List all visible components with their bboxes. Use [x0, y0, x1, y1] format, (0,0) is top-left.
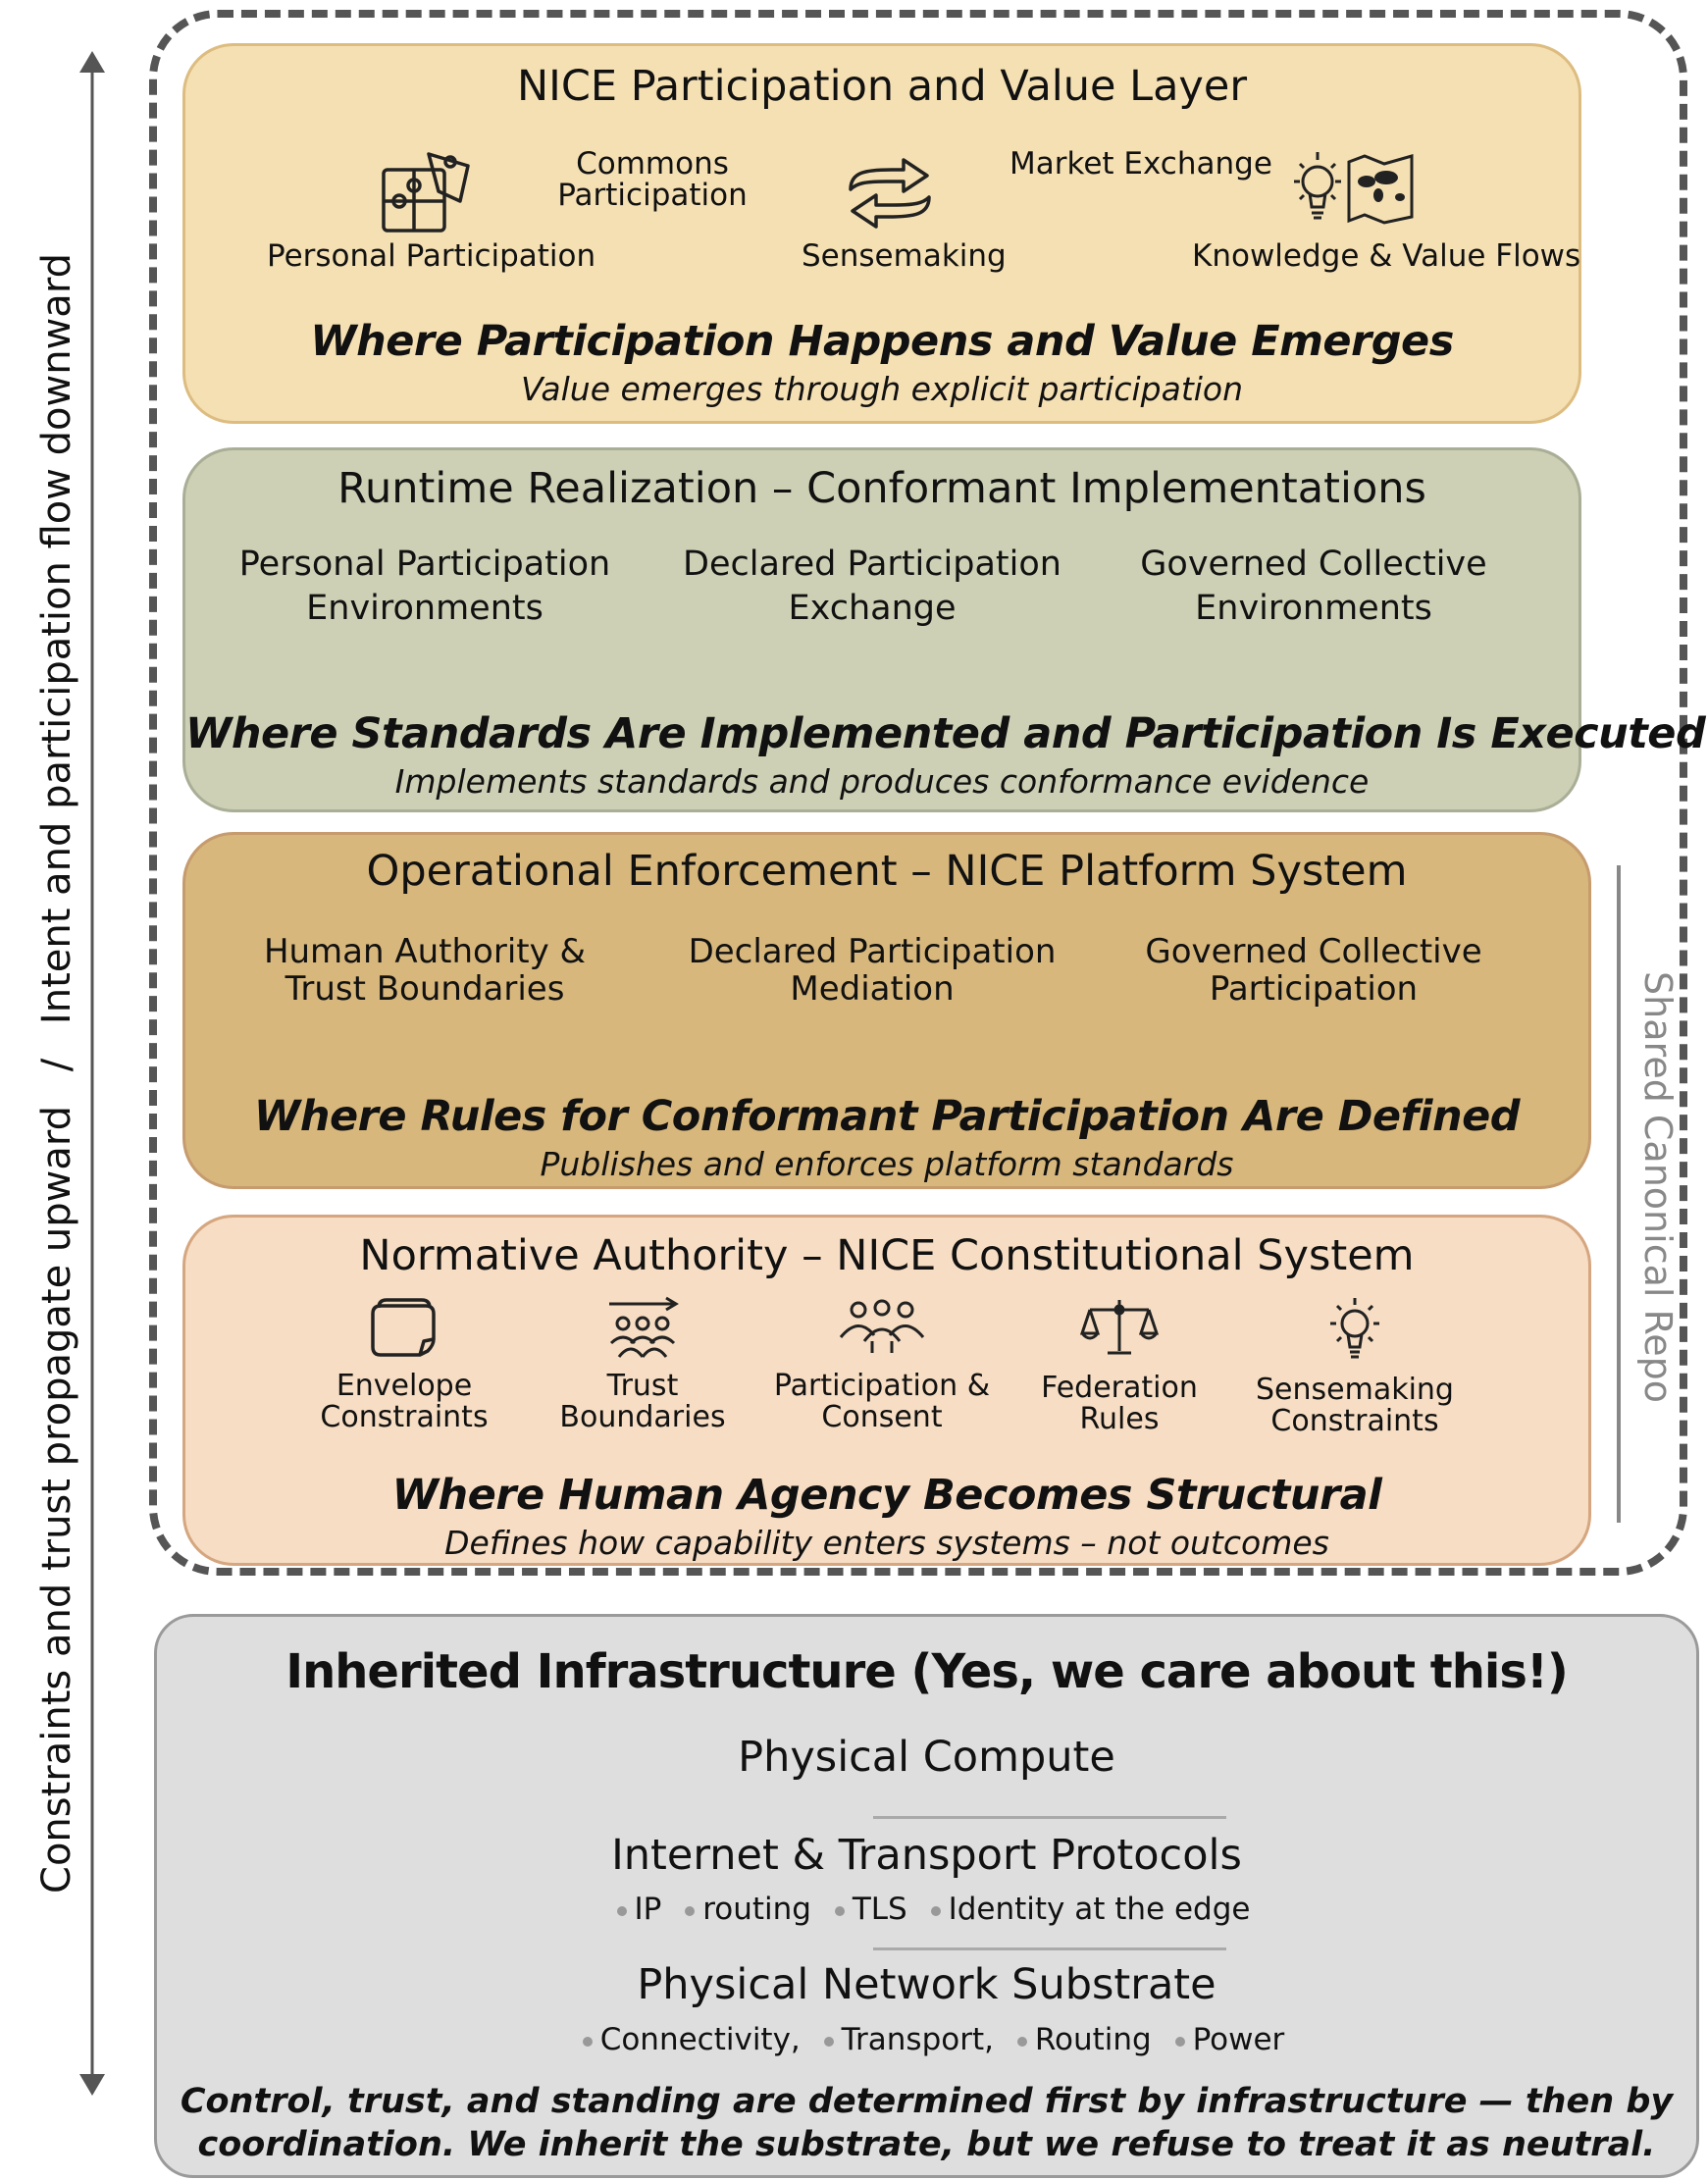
bullet-dot: [930, 1905, 941, 1916]
item-governed-collective-participation: Governed Collective Participation: [1145, 932, 1482, 1009]
item-declared-participation-mediation: Declared Participation Mediation: [688, 932, 1057, 1009]
layer-subline: Value emerges through explicit participa…: [520, 370, 1244, 408]
item-trust-boundaries: Trust Boundaries: [525, 1296, 760, 1433]
infrastructure-title: Inherited Infrastructure (Yes, we care a…: [285, 1644, 1569, 1699]
bullet-routing: routing: [702, 1892, 811, 1927]
people-icon: [839, 1299, 925, 1353]
footer-line-1: Control, trust, and standing are determi…: [180, 2082, 1674, 2121]
puzzle-icon: [382, 152, 470, 233]
bullet-dot: [834, 1905, 845, 1916]
nice-system-boundary: [149, 10, 1687, 1576]
item-sensemaking: Sensemaking: [802, 238, 1007, 274]
envelope-stack-icon: [371, 1298, 436, 1357]
bullet-ip: IP: [634, 1892, 662, 1927]
item-personal-participation-environments: Personal Participation Environments: [238, 545, 611, 628]
section-physical-network-substrate: Physical Network Substrate: [637, 1960, 1216, 2009]
item-label: Federation Rules: [1041, 1371, 1198, 1436]
bullet-dot: [582, 2036, 593, 2047]
normative-authority-layer: Normative Authority – NICE Constitutiona…: [182, 1215, 1591, 1566]
section-divider: [873, 1816, 1226, 1819]
operational-enforcement-layer: Operational Enforcement – NICE Platform …: [182, 832, 1591, 1189]
layer-title: Operational Enforcement – NICE Platform …: [366, 847, 1408, 896]
bullet-transport: Transport,: [841, 2022, 994, 2057]
bullet-dot: [823, 2036, 834, 2047]
shared-repo-bracket-line: [1617, 865, 1621, 1523]
item-personal-participation: Personal Participation: [267, 238, 596, 274]
item-declared-participation-exchange: Declared Participation Exchange: [683, 545, 1061, 628]
layer-title: Normative Authority – NICE Constitutiona…: [359, 1231, 1415, 1280]
item-envelope-constraints: Envelope Constraints: [286, 1296, 522, 1433]
upward-propagation-label: Constraints and trust propagate upward: [34, 1106, 79, 1894]
scales-icon: [1079, 1300, 1160, 1355]
bullet-dot: [1174, 2036, 1185, 2047]
bullet-dot: [1016, 2036, 1027, 2047]
runtime-realization-layer: Runtime Realization – Conformant Impleme…: [182, 447, 1706, 812]
substrate-bullets: Connectivity, Transport, Routing Power: [157, 2022, 1696, 2057]
layer-title: Runtime Realization – Conformant Impleme…: [337, 464, 1426, 513]
flow-direction-label: Constraints and trust propagate upward /…: [34, 253, 79, 1894]
item-label: Sensemaking Constraints: [1256, 1373, 1454, 1438]
bullet-power: Power: [1192, 2022, 1285, 2057]
item-label: Envelope Constraints: [320, 1369, 489, 1434]
lightbulb-icon: [1330, 1298, 1379, 1359]
section-divider: [873, 1947, 1226, 1950]
footer-line-2: coordination. We inherit the substrate, …: [197, 2125, 1656, 2164]
item-commons-participation: Commons Participation: [557, 146, 748, 213]
protocol-bullets: IP routing TLS Identity at the edge: [157, 1892, 1696, 1927]
layer-tagline: Where Standards Are Implemented and Part…: [185, 709, 1706, 758]
layer-tagline: Where Participation Happens and Value Em…: [310, 317, 1454, 366]
layer-tagline: Where Rules for Conformant Participation…: [253, 1092, 1521, 1141]
bidirectional-flow-arrow-icon: [79, 51, 105, 2096]
bullet-dot: [685, 1905, 696, 1916]
layer-subline: Defines how capability enters systems – …: [444, 1524, 1329, 1562]
layer-subline: Publishes and enforces platform standard…: [540, 1145, 1234, 1183]
layer-tagline: Where Human Agency Becomes Structural: [391, 1471, 1382, 1520]
exchange-arrows-icon: [849, 158, 931, 229]
bullet-identity-edge: Identity at the edge: [948, 1892, 1251, 1927]
group-arrow-icon: [609, 1296, 679, 1358]
item-human-authority-trust-boundaries: Human Authority & Trust Boundaries: [263, 932, 587, 1009]
bullet-connectivity: Connectivity,: [599, 2022, 801, 2057]
inherited-infrastructure-panel: Inherited Infrastructure (Yes, we care a…: [154, 1614, 1699, 2178]
bullet-tls: TLS: [852, 1892, 907, 1927]
item-governed-collective-environments: Governed Collective Environments: [1140, 545, 1487, 628]
shared-repo-label: Shared Canonical Repo: [1636, 971, 1680, 1403]
section-physical-compute: Physical Compute: [738, 1733, 1115, 1782]
participation-value-layer: NICE Participation and Value Layer Perso…: [182, 43, 1581, 424]
axis-separator: /: [34, 1058, 79, 1072]
item-federation-rules: Federation Rules: [1002, 1296, 1237, 1435]
item-market-exchange: Market Exchange: [1009, 146, 1272, 182]
section-internet-transport-protocols: Internet & Transport Protocols: [611, 1831, 1242, 1880]
layer-subline: Implements standards and produces confor…: [394, 762, 1370, 801]
item-participation-consent: Participation & Consent: [764, 1296, 1000, 1433]
lightbulb-map-icon: [1294, 152, 1414, 225]
layer-title: NICE Participation and Value Layer: [516, 62, 1248, 111]
item-sensemaking-constraints: Sensemaking Constraints: [1237, 1296, 1473, 1437]
infrastructure-footer: Control, trust, and standing are determi…: [157, 2080, 1696, 2166]
bullet-dot: [616, 1905, 627, 1916]
bullet-routing: Routing: [1034, 2022, 1152, 2057]
downward-flow-label: Intent and participation flow downward: [34, 253, 79, 1025]
item-knowledge-value-flows: Knowledge & Value Flows: [1192, 238, 1581, 274]
item-label: Participation & Consent: [773, 1369, 991, 1434]
item-label: Trust Boundaries: [559, 1369, 726, 1434]
